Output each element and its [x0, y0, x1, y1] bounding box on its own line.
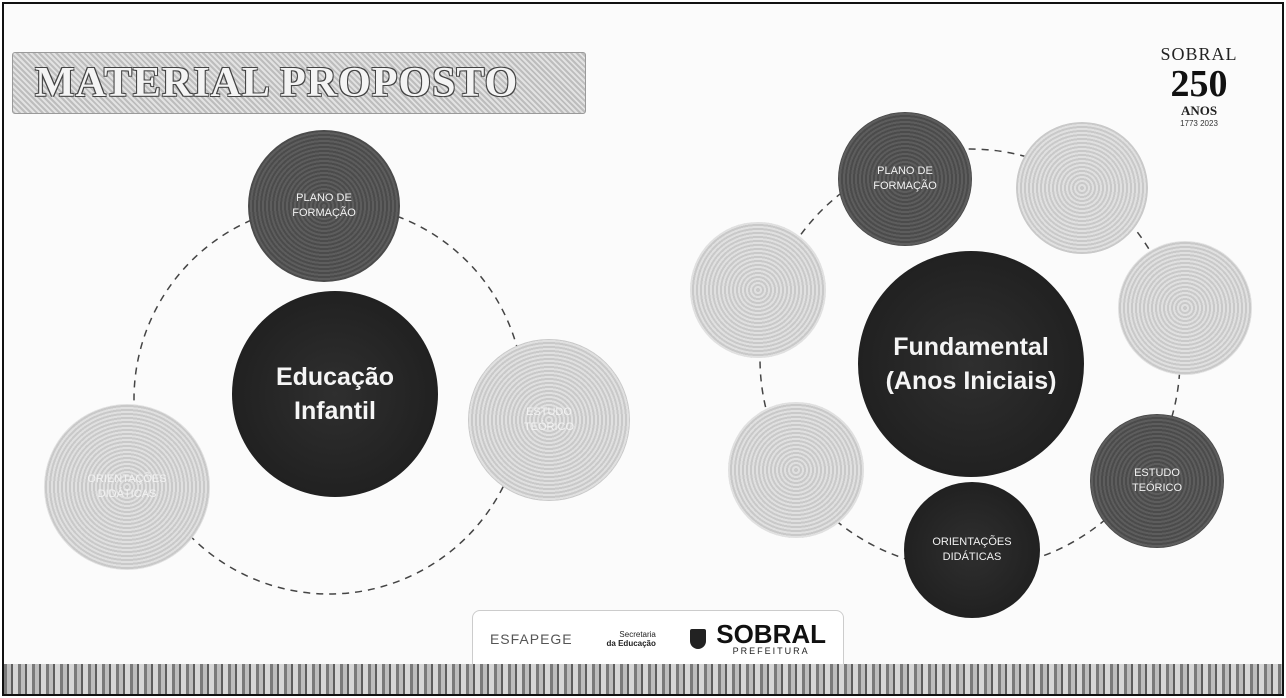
decorative-photo-strip: [4, 664, 1282, 694]
right-node-5-line-1: ORIENTAÇÕES: [932, 536, 1012, 548]
right-node-4-line-2: TEÓRICO: [1131, 482, 1183, 494]
left-center-circle: Educação Infantil: [232, 291, 438, 497]
left-node-estudo-teorico: ESTUDO TEÓRICO: [468, 339, 630, 501]
sobral-250-anos-logo: SOBRAL 250 ANOS 1773 2023: [1154, 44, 1244, 144]
logo-years-text: 1773 2023: [1180, 119, 1218, 128]
footer-logos: ESFAPEGE Secretaria da Educação SOBRAL P…: [472, 610, 844, 668]
left-node-3-line-1: ORIENTAÇÕES: [87, 473, 167, 485]
esfapege-logo: ESFAPEGE: [489, 631, 573, 647]
logo-sobral-text: SOBRAL: [1160, 44, 1238, 64]
cycle-connectors: [133, 148, 1181, 595]
secretaria-line-1: Secretaria: [619, 630, 656, 639]
secretaria-line-2: da Educação: [606, 639, 656, 648]
right-node-estudo-teorico: ESTUDO TEÓRICO: [1090, 414, 1224, 548]
left-node-2-line-1: ESTUDO: [526, 406, 572, 418]
right-node-5-line-2: DIDÁTICAS: [942, 551, 1002, 563]
prefeitura-logo-text: PREFEITURA: [732, 646, 810, 656]
secretaria-educacao-logo: Secretaria da Educação: [607, 630, 656, 648]
logo-anos-text: ANOS: [1180, 103, 1218, 118]
title-banner: MATERIAL PROPOSTO: [12, 52, 586, 114]
right-node-4-line-1: ESTUDO: [1134, 467, 1180, 479]
right-node-1-line-2: FORMAÇÃO: [873, 180, 937, 192]
sobral-crest-icon: [689, 629, 706, 649]
right-node-orientacoes-didaticas: ORIENTAÇÕES DIDÁTICAS: [904, 482, 1040, 618]
sobral-logo-text: SOBRAL: [716, 619, 827, 649]
right-node-7: [690, 222, 826, 358]
left-node-plano-formacao: PLANO DE FORMAÇÃO: [248, 130, 400, 282]
right-node-3: [1118, 241, 1252, 375]
left-node-3-line-2: DIDÁTICAS: [97, 488, 157, 500]
right-node-plano-formacao: PLANO DE FORMAÇÃO: [838, 112, 972, 246]
right-node-2: [1016, 122, 1148, 254]
right-node-6: [728, 402, 864, 538]
right-center-line-1: Fundamental: [893, 333, 1049, 361]
left-center-line-1: Educação: [275, 363, 395, 391]
logo-250-text: 250: [1170, 63, 1228, 105]
slide-title: MATERIAL PROPOSTO: [35, 60, 519, 106]
left-center-line-2: Infantil: [294, 397, 376, 425]
right-center-line-2: (Anos Iniciais): [885, 367, 1057, 395]
right-center-circle: Fundamental (Anos Iniciais): [858, 251, 1084, 477]
left-node-1-line-2: FORMAÇÃO: [292, 207, 356, 219]
left-node-orientacoes-didaticas: ORIENTAÇÕES DIDÁTICAS: [44, 404, 210, 570]
right-node-1-line-1: PLANO DE: [877, 165, 933, 177]
left-node-2-line-2: TEÓRICO: [523, 421, 575, 433]
left-node-1-line-1: PLANO DE: [296, 192, 352, 204]
prefeitura-sobral-logo: SOBRAL PREFEITURA: [689, 619, 827, 656]
